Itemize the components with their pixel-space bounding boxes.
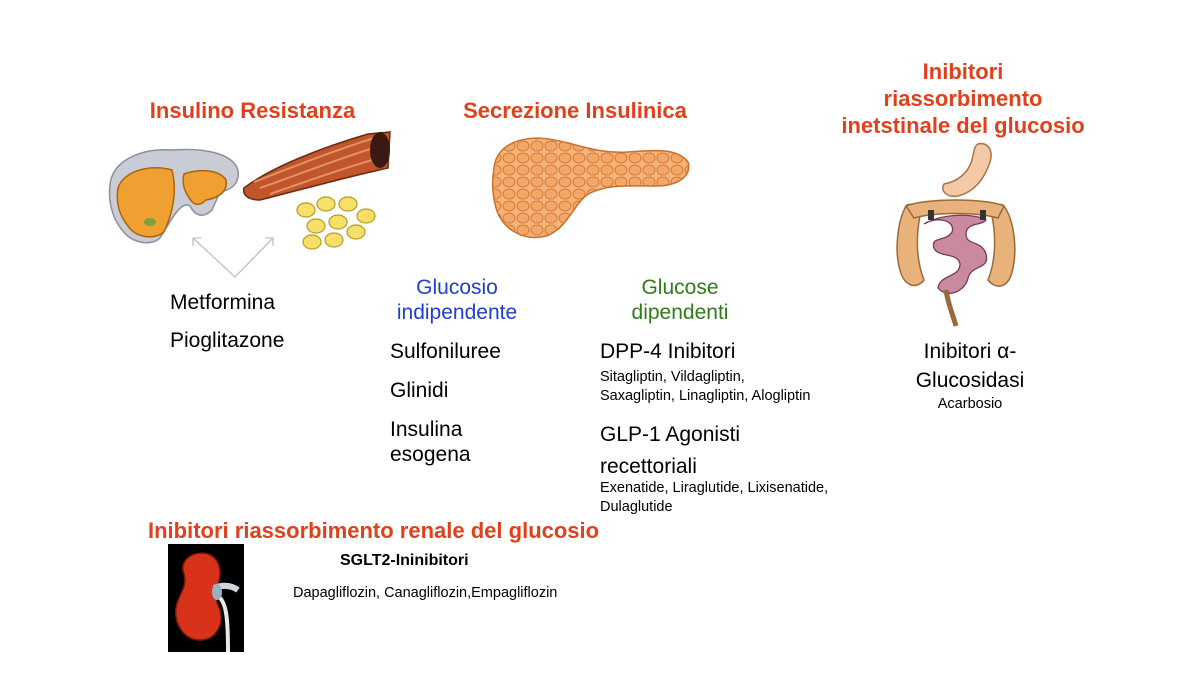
drug-glp1: GLP-1 Agonisti recettoriali [600, 422, 740, 479]
drug-alpha-glucosidase: Inibitori α- Glucosidasi [880, 339, 1060, 393]
drug-metformina: Metformina [170, 291, 276, 314]
glp1-members: Exenatide, Liraglutide, Lixisenatide, Du… [600, 479, 828, 517]
heading-intestinal: Inibitori riassorbimento inetstinale del… [805, 58, 1121, 139]
liver-icon [102, 140, 242, 250]
arrows-icon [185, 232, 285, 282]
sglt2-members: Dapagliflozin, Canagliflozin,Empaglifloz… [293, 585, 558, 601]
dpp4-members: Sitagliptin, Vildagliptin, Saxagliptin, … [600, 368, 810, 406]
heading-insulin-resistance: Insulino Resistanza [149, 98, 356, 123]
heading-intestinal-line2: riassorbimento [883, 86, 1043, 111]
glucose-independent-title-line1: Glucosio [416, 276, 498, 299]
heading-insulin-secretion: Secrezione Insulinica [463, 98, 687, 123]
acarbosio: Acarbosio [937, 396, 1003, 412]
glp1-members-line2: Dulaglutide [600, 499, 673, 515]
glucose-dependent-title-line2: dipendenti [631, 301, 729, 324]
drug-pioglitazone: Pioglitazone [170, 329, 285, 352]
dpp4-members-line2: Saxagliptin, Linagliptin, Alogliptin [600, 388, 811, 404]
drug-glinidi: Glinidi [390, 379, 449, 402]
alpha-glucosidase-line2: Glucosidasi [915, 369, 1025, 392]
glucose-independent-title: Glucosio indipendente [372, 275, 542, 325]
glp1-line1: GLP-1 Agonisti [600, 423, 741, 446]
heading-intestinal-line1: Inibitori [922, 59, 1004, 84]
glucose-independent-title-line2: indipendente [396, 301, 518, 324]
heading-intestinal-line3: inetstinale del glucosio [841, 113, 1085, 138]
insulin-line2: esogena [390, 443, 471, 466]
heading-renal: Inibitori riassorbimento renale del gluc… [148, 518, 600, 543]
muscle-icon [240, 128, 395, 203]
intestine-icon [886, 140, 1026, 330]
kidney-icon [168, 544, 244, 652]
glucose-dependent-title-line1: Glucose [641, 276, 719, 299]
glp1-members-line1: Exenatide, Liraglutide, Lixisenatide, [600, 480, 829, 496]
glp1-line2: recettoriali [600, 455, 697, 478]
fat-cells-icon [292, 192, 377, 252]
drug-dpp4: DPP-4 Inibitori [600, 340, 736, 363]
insulin-line1: Insulina [390, 418, 463, 441]
drug-sulfoniluree: Sulfoniluree [390, 340, 501, 363]
pancreas-icon [488, 128, 693, 243]
drug-insulina-esogena: Insulina esogena [390, 417, 471, 467]
glucose-dependent-title: Glucose dipendenti [595, 275, 765, 325]
sglt2-title: SGLT2-Ininibitori [340, 552, 469, 569]
dpp4-members-line1: Sitagliptin, Vildagliptin, [600, 369, 745, 385]
alpha-glucosidase-line1: Inibitori α- [923, 340, 1017, 363]
